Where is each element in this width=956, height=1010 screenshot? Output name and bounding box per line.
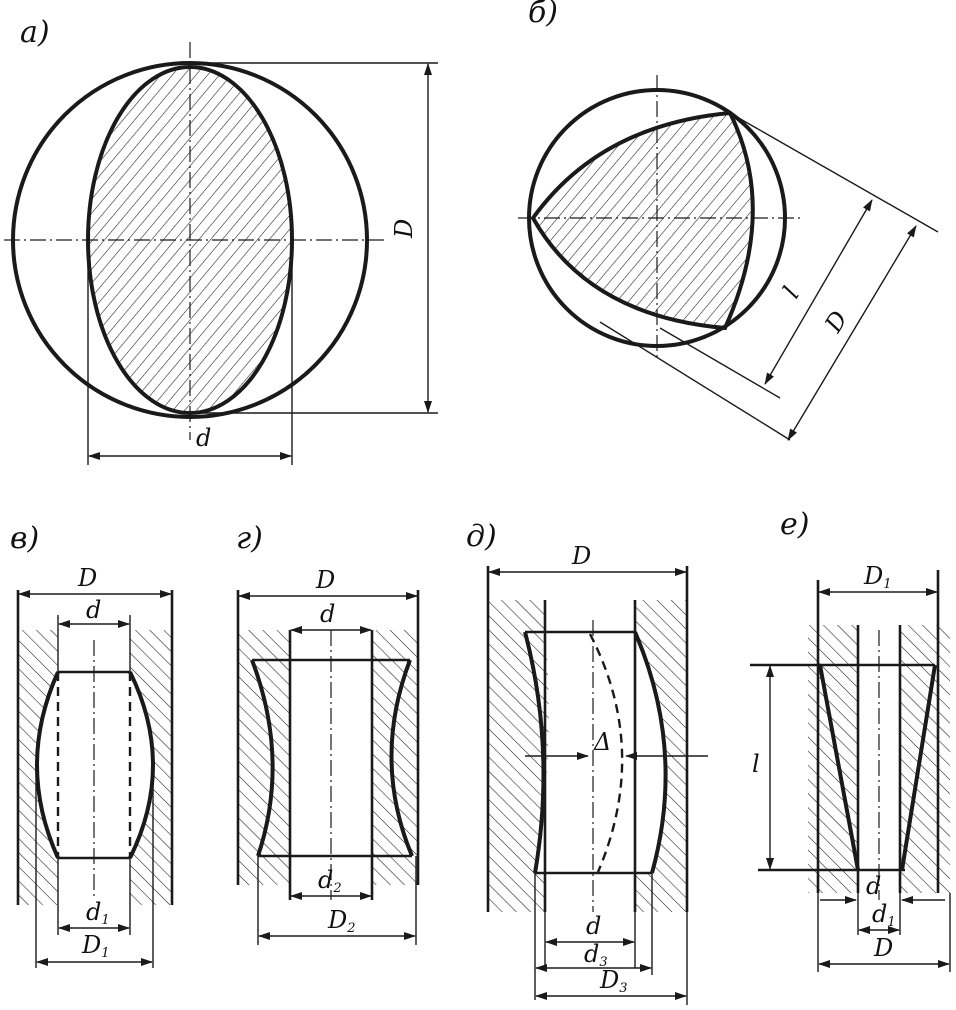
panel-dd-label-D3: D3	[599, 966, 628, 996]
panel-dd: д) D Δ d d3 D3	[466, 519, 708, 1005]
panel-b-dim-D	[787, 225, 917, 441]
panel-e-label-d: d	[866, 872, 881, 900]
panel-dd-label-D: D	[571, 542, 591, 570]
panel-a-tag: а)	[20, 15, 50, 50]
panel-dd-tag: д)	[466, 519, 497, 554]
panel-g-label-D: D	[315, 566, 335, 594]
panel-g-profile-right	[389, 659, 414, 857]
panel-b-label-l: l	[777, 282, 805, 303]
panel-dd-wall-right	[635, 600, 687, 912]
panel-b-ext-mid	[659, 327, 781, 399]
panel-v-label-d1: d1	[86, 898, 110, 928]
panel-e-label-D: D	[873, 934, 893, 962]
panel-g-profile-left	[250, 659, 275, 857]
panel-v-profile-left	[35, 671, 60, 859]
panel-b-ext-top	[729, 112, 939, 233]
panel-g-wall-right	[372, 630, 418, 885]
panel-dd-dashed-profile	[588, 633, 624, 873]
panel-g-tag: г)	[236, 521, 263, 556]
panel-b: б) l D	[518, 0, 939, 441]
panel-g-label-d2: d2	[318, 866, 342, 896]
panel-a: а) D d	[4, 15, 438, 465]
panel-a-label-D: D	[390, 219, 418, 239]
panel-b-section	[530, 110, 755, 331]
panel-b-dim-l	[764, 199, 873, 385]
panel-e-tag: е)	[780, 507, 809, 542]
panel-e-wall-left	[808, 625, 858, 893]
panel-b-tag: б)	[528, 0, 558, 30]
panel-g-wall-left	[238, 630, 290, 885]
panel-v-label-d: d	[86, 596, 101, 624]
panel-v-tag: в)	[10, 521, 39, 556]
panel-e-label-D1: D1	[863, 562, 892, 592]
panel-dd-profile-right	[633, 631, 668, 874]
panel-dd-label-delta: Δ	[593, 728, 611, 756]
panel-b-ext-low	[599, 321, 791, 441]
panel-g: г) D d d2 D2	[236, 521, 420, 945]
panel-v-label-D: D	[77, 564, 97, 592]
panel-dd-label-d3: d3	[584, 940, 608, 970]
panel-b-label-D: D	[819, 306, 853, 338]
panel-e-taper-right	[900, 664, 937, 871]
panel-v: в) D d d1 D1	[10, 521, 174, 968]
panel-dd-label-d: d	[586, 912, 601, 940]
panel-a-label-d: d	[196, 424, 211, 452]
panel-e-label-l: l	[752, 750, 760, 778]
panel-e-taper-left	[818, 664, 860, 871]
panel-e-label-d1: d1	[872, 900, 896, 930]
panel-e: е) D1 l d d1 D	[750, 507, 951, 972]
panel-g-label-D2: D2	[327, 906, 356, 936]
panel-g-label-d: d	[320, 600, 335, 628]
panel-v-label-D1: D1	[81, 931, 110, 961]
panel-dd-profile-left	[523, 631, 546, 874]
